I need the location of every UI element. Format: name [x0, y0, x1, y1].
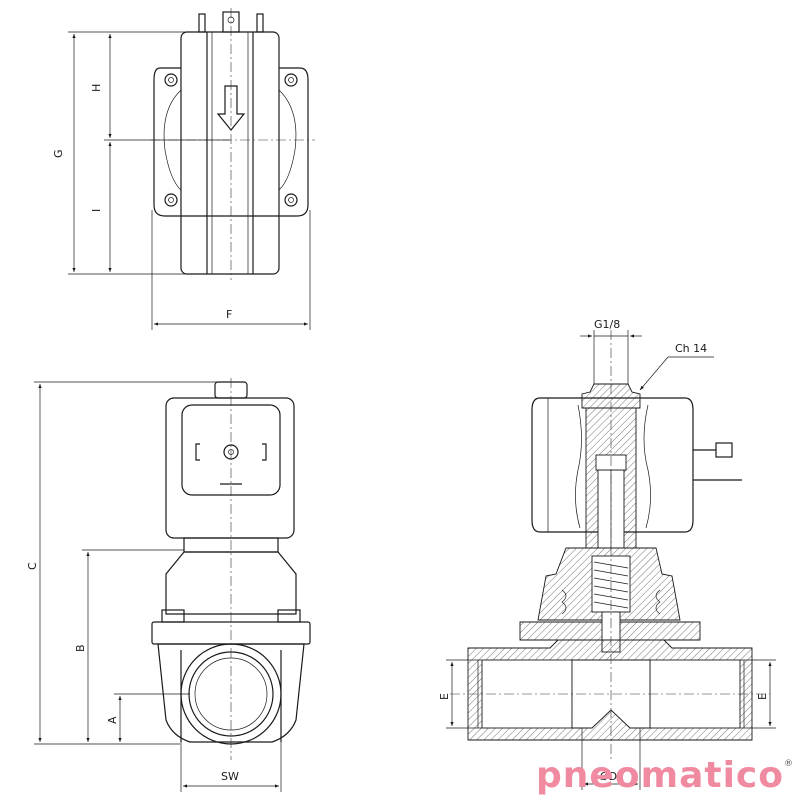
top-view [68, 8, 315, 330]
brand-logo: pneomatico® [536, 755, 794, 796]
dim-label-E-right: E [756, 693, 769, 700]
dim-label-E-left: E [438, 693, 451, 700]
registered-mark: ® [784, 759, 794, 769]
dim-label-B: B [74, 644, 87, 652]
flow-arrow-icon [216, 85, 246, 131]
dim-label-A: A [106, 716, 119, 724]
front-view [34, 378, 311, 792]
dim-label-H: H [90, 84, 103, 92]
dim-label-C: C [26, 562, 39, 570]
dim-label-D: ØD [600, 770, 617, 783]
dim-label-G18: G1/8 [594, 318, 620, 331]
dim-label-I: I [90, 209, 103, 212]
dim-label-G: G [52, 149, 65, 158]
dim-label-F: F [226, 308, 232, 321]
brand-name: pneomatico [536, 755, 784, 796]
dim-label-Ch14: Ch 14 [675, 342, 707, 355]
dim-label-SW: SW [221, 770, 239, 783]
section-view [446, 330, 776, 790]
